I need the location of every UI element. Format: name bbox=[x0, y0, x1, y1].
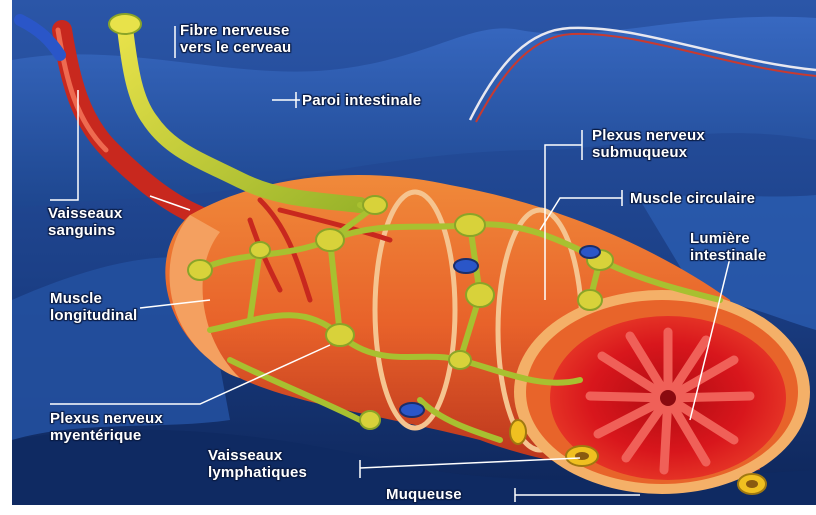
label-lumiere-intestinale-line2: intestinale bbox=[690, 247, 766, 264]
label-lumiere-intestinale: Lumière intestinale bbox=[690, 230, 766, 264]
label-muscle-longitudinal-line2: longitudinal bbox=[50, 307, 137, 324]
label-vaisseaux-sanguins-line2: sanguins bbox=[48, 222, 122, 239]
label-paroi-intestinale-text: Paroi intestinale bbox=[302, 92, 421, 109]
label-muqueuse-text: Muqueuse bbox=[386, 486, 462, 503]
frame-bottom bbox=[0, 505, 816, 515]
label-muscle-circulaire: Muscle circulaire bbox=[630, 190, 755, 207]
label-plexus-myenterique: Plexus nerveux myentérique bbox=[50, 410, 163, 444]
label-vaisseaux-sanguins-line1: Vaisseaux bbox=[48, 205, 122, 222]
lumen-center bbox=[660, 390, 676, 406]
label-plexus-submuqueux-line2: submuqueux bbox=[592, 144, 705, 161]
label-fibre-nerveuse: Fibre nerveuse vers le cerveau bbox=[180, 22, 291, 56]
label-vaisseaux-lymphatiques-line1: Vaisseaux bbox=[208, 447, 307, 464]
label-fibre-nerveuse-line1: Fibre nerveuse bbox=[180, 22, 291, 39]
label-paroi-intestinale: Paroi intestinale bbox=[302, 92, 421, 109]
label-lumiere-intestinale-line1: Lumière bbox=[690, 230, 766, 247]
label-muscle-circulaire-text: Muscle circulaire bbox=[630, 190, 755, 207]
label-vaisseaux-lymphatiques-line2: lymphatiques bbox=[208, 464, 307, 481]
label-fibre-nerveuse-line2: vers le cerveau bbox=[180, 39, 291, 56]
label-plexus-submuqueux-line1: Plexus nerveux bbox=[592, 127, 705, 144]
nerve-fibre-end bbox=[109, 14, 141, 34]
label-vaisseaux-sanguins: Vaisseaux sanguins bbox=[48, 205, 122, 239]
frame-left bbox=[0, 0, 12, 515]
label-plexus-myenterique-line1: Plexus nerveux bbox=[50, 410, 163, 427]
label-vaisseaux-lymphatiques: Vaisseaux lymphatiques bbox=[208, 447, 307, 481]
label-muqueuse: Muqueuse bbox=[386, 486, 462, 503]
label-plexus-myenterique-line2: myentérique bbox=[50, 427, 163, 444]
label-muscle-longitudinal-line1: Muscle bbox=[50, 290, 137, 307]
label-muscle-longitudinal: Muscle longitudinal bbox=[50, 290, 137, 324]
label-plexus-submuqueux: Plexus nerveux submuqueux bbox=[592, 127, 705, 161]
